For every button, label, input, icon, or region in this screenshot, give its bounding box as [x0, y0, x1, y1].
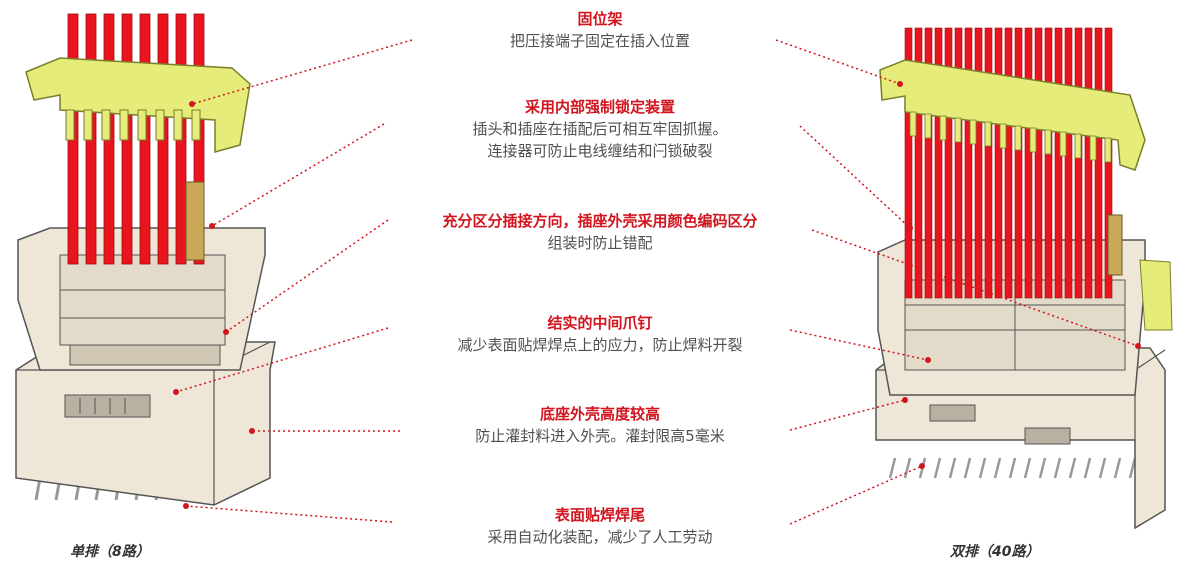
feature-housing-height: 底座外壳高度较高 防止灌封料进入外壳。灌封限高5毫米: [380, 403, 820, 447]
feature-desc: 把压接端子固定在插入位置: [509, 32, 690, 50]
feature-polarization: 充分区分插接方向，插座外壳采用颜色编码区分 组装时防止错配: [380, 210, 820, 254]
leader-lines: [175, 39, 1139, 525]
left-crimp-terminal: [185, 181, 205, 261]
feature-title: 充分区分插接方向，插座外壳采用颜色编码区分: [442, 212, 758, 230]
feature-desc: 防止灌封料进入外壳。灌封限高5毫米: [475, 427, 725, 445]
right-solder-tails: [888, 457, 1152, 479]
feature-center-peg: 结实的中间爪钉 减少表面贴焊焊点上的应力，防止焊料开裂: [380, 312, 820, 356]
caption-single-row: 单排（8路）: [70, 544, 150, 560]
feature-title: 结实的中间爪钉: [547, 314, 653, 332]
left-retainer: [25, 57, 251, 153]
feature-smt-tails: 表面贴焊焊尾 采用自动化装配，减少了人工劳动: [380, 504, 820, 548]
feature-lock: 采用内部强制锁定装置 插头和插座在插配后可相互牢固抓握。 连接器可防止电线缠结和…: [380, 96, 820, 162]
single-row-connector: [15, 13, 276, 506]
caption-double-row: 双排（40路）: [950, 544, 1040, 560]
feature-desc: 组装时防止错配: [547, 234, 653, 252]
right-wires: [904, 27, 1113, 299]
feature-desc: 减少表面贴焊焊点上的应力，防止焊料开裂: [457, 336, 743, 354]
feature-desc: 连接器可防止电线缠结和闩锁破裂: [487, 142, 713, 160]
feature-desc: 采用自动化装配，减少了人工劳动: [487, 528, 713, 546]
feature-title: 固位架: [577, 10, 623, 28]
feature-title: 底座外壳高度较高: [539, 405, 660, 423]
feature-title: 采用内部强制锁定装置: [524, 98, 675, 116]
right-crimp-terminal: [1107, 214, 1123, 276]
double-row-connector: [875, 27, 1173, 530]
right-retainer: [879, 59, 1146, 171]
leader-dots: [173, 81, 1141, 509]
feature-title: 表面贴焊焊尾: [554, 506, 645, 524]
feature-retainer: 固位架 把压接端子固定在插入位置: [380, 8, 820, 52]
right-side-latch: [1139, 259, 1173, 331]
feature-desc: 插头和插座在插配后可相互牢固抓握。: [472, 120, 728, 138]
